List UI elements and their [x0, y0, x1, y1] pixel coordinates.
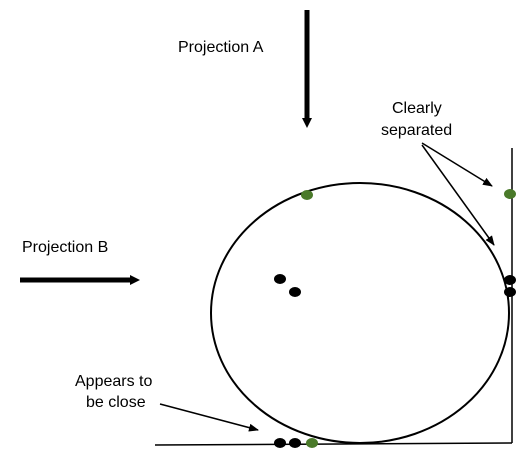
appears-close-label-line2: be close — [86, 394, 146, 411]
projected-point — [289, 438, 301, 448]
projected-point — [504, 287, 516, 297]
appears-close-label-line1: Appears to — [75, 373, 152, 390]
projected-highlight-point — [306, 438, 318, 448]
projection-a-label: Projection A — [178, 39, 264, 56]
data-point — [289, 287, 301, 297]
highlight-point — [301, 190, 313, 200]
annotation-arrow — [159, 403, 259, 432]
clearly-separated-label-line1: Clearly — [392, 100, 442, 117]
annotation-arrow — [421, 144, 495, 246]
projected-highlight-point — [504, 189, 516, 199]
projection-b-label: Projection B — [22, 239, 108, 256]
horizontal-projection-line — [154, 442, 513, 446]
clearly-separated-label-line2: separated — [381, 122, 452, 139]
projection-a-arrow — [302, 10, 312, 128]
data-point — [274, 274, 286, 284]
annotation-arrow — [421, 142, 493, 187]
data-circle — [210, 182, 510, 444]
projected-point — [504, 275, 516, 285]
projected-point — [274, 438, 286, 448]
projection-b-arrow — [20, 275, 140, 285]
